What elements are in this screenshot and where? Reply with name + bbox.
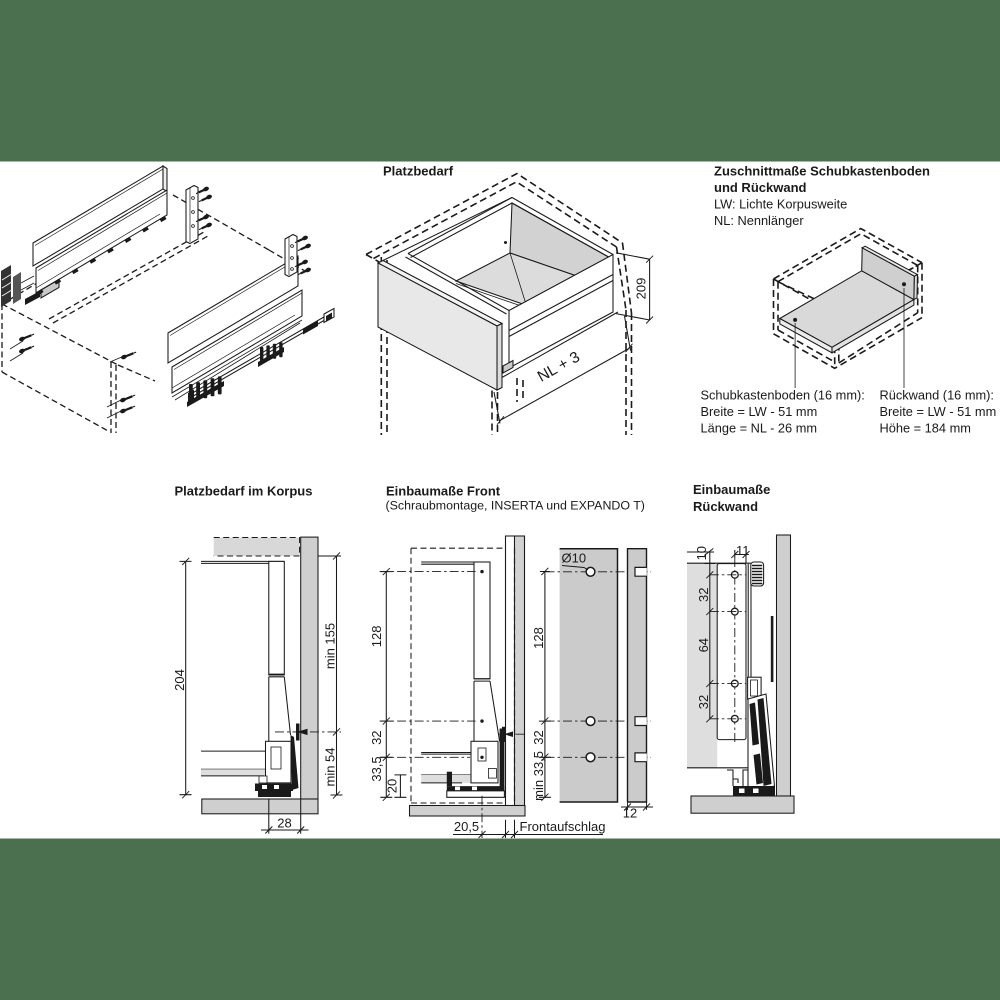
svg-text:28: 28 <box>277 816 291 831</box>
svg-text:20: 20 <box>385 779 400 793</box>
svg-text:Zuschnittmaße Schubkastenboden: Zuschnittmaße Schubkastenboden <box>714 164 930 179</box>
svg-text:Länge = NL - 26 mm: Länge = NL - 26 mm <box>701 421 818 436</box>
svg-text:Schubkastenboden (16 mm):: Schubkastenboden (16 mm): <box>701 388 865 403</box>
svg-text:NL: Nennlänger: NL: Nennlänger <box>714 213 804 228</box>
svg-text:Platzbedarf im Korpus: Platzbedarf im Korpus <box>175 484 313 499</box>
svg-text:und Rückwand: und Rückwand <box>714 180 807 195</box>
svg-text:Breite = LW - 51 mm: Breite = LW - 51 mm <box>701 404 818 419</box>
svg-text:12: 12 <box>623 806 637 821</box>
svg-text:32: 32 <box>369 730 384 744</box>
svg-text:11: 11 <box>736 543 750 558</box>
svg-text:Breite = LW - 51 mm: Breite = LW - 51 mm <box>880 404 997 419</box>
svg-text:204: 204 <box>172 669 187 691</box>
svg-text:32: 32 <box>696 695 711 709</box>
svg-text:33,5: 33,5 <box>369 756 384 781</box>
svg-text:Platzbedarf: Platzbedarf <box>383 164 454 179</box>
svg-text:64: 64 <box>696 638 711 652</box>
svg-text:Einbaumaße Front: Einbaumaße Front <box>386 484 501 499</box>
svg-text:32: 32 <box>696 588 711 602</box>
svg-text:min 33,5: min 33,5 <box>531 751 546 801</box>
svg-text:min 54: min 54 <box>323 747 338 786</box>
svg-text:Frontaufschlag: Frontaufschlag <box>520 819 606 834</box>
svg-text:Rückwand: Rückwand <box>693 499 758 514</box>
svg-text:20,5: 20,5 <box>454 819 479 834</box>
svg-text:LW: Lichte Korpusweite: LW: Lichte Korpusweite <box>714 197 847 212</box>
svg-text:128: 128 <box>369 626 384 648</box>
svg-text:Einbaumaße: Einbaumaße <box>693 482 770 497</box>
svg-text:Höhe = 184 mm: Höhe = 184 mm <box>880 421 971 436</box>
svg-text:32: 32 <box>531 730 546 744</box>
svg-text:Ø10: Ø10 <box>562 551 587 566</box>
svg-text:10: 10 <box>694 546 709 560</box>
svg-text:209: 209 <box>634 278 649 300</box>
svg-text:(Schraubmontage, INSERTA und E: (Schraubmontage, INSERTA und EXPANDO T) <box>386 499 645 513</box>
svg-text:min 155: min 155 <box>323 623 338 669</box>
svg-text:128: 128 <box>531 627 546 649</box>
svg-text:Rückwand (16 mm):: Rückwand (16 mm): <box>880 388 995 403</box>
